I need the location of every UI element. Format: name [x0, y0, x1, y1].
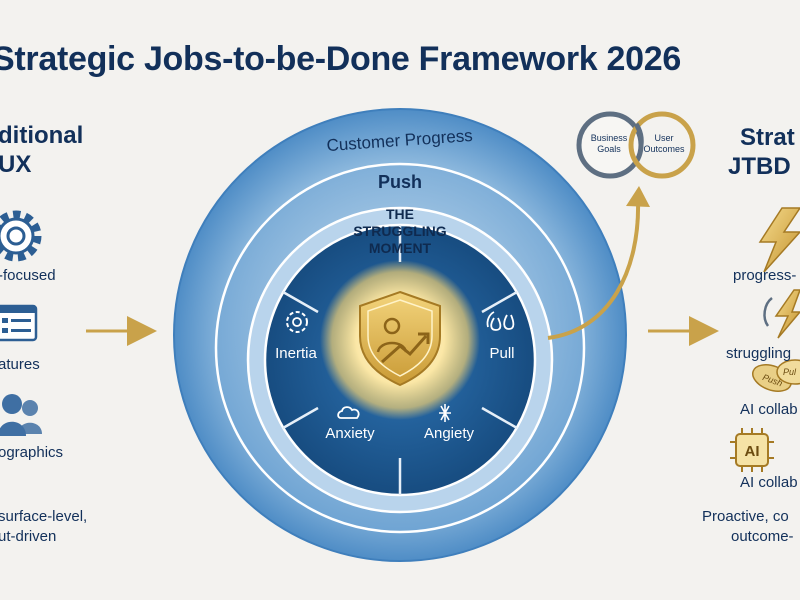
push-label: Push	[378, 172, 422, 192]
tangle-icon	[439, 404, 451, 422]
goals-user-line1: User	[654, 133, 673, 143]
right-summary-line1: Proactive, co	[702, 508, 789, 525]
left-heading-line1: ditional	[0, 122, 84, 149]
ai-chip-icon	[730, 428, 774, 472]
pull-label: Pull	[489, 345, 514, 362]
right-heading-line2: JTBD	[728, 153, 791, 180]
left-summary-line2: ut-driven	[0, 528, 57, 545]
page-title: Strategic Jobs-to-be-Done Framework 2026	[0, 40, 681, 78]
core-label-line3: MOMENT	[369, 240, 432, 256]
cloud-icon	[337, 406, 360, 419]
feature-list-icon	[0, 304, 38, 342]
droplets-icon	[486, 311, 515, 331]
left-item-demographics: ographics	[0, 444, 64, 461]
right-item-ai-collab-2: AI collab	[740, 474, 798, 491]
core-label-line1: THE	[386, 206, 414, 222]
left-heading-line2: UX	[0, 151, 32, 178]
lightning-icon	[758, 207, 800, 273]
right-heading-line1: Strat	[740, 124, 795, 151]
goals-business-line1: Business	[591, 133, 628, 143]
gear-icon	[286, 311, 308, 333]
inertia-label: Inertia	[275, 345, 317, 362]
left-summary-line1: surface-level,	[0, 508, 88, 525]
shield-icon	[359, 290, 441, 387]
sector-dividers	[282, 225, 518, 495]
angiety-label: Angiety	[424, 425, 475, 442]
right-summary-line2: outcome-	[731, 528, 794, 545]
goals-user-line2: Outcomes	[643, 144, 685, 154]
goals-business-line2: Goals	[597, 144, 621, 154]
left-item-features: atures	[0, 356, 40, 373]
users-icon	[0, 394, 42, 436]
core-label-line2: STRUGGLING	[353, 223, 446, 239]
goals-rings	[576, 111, 696, 179]
cog-icon	[0, 210, 42, 262]
left-item-focused: -focused	[0, 267, 56, 284]
right-item-progress: progress-	[733, 267, 797, 284]
goals-arrow	[547, 199, 641, 340]
anxiety-label: Anxiety	[325, 425, 375, 442]
push-pull-badges	[752, 359, 800, 392]
lightning-struggle-icon	[763, 289, 800, 339]
ai-chip-label: AI	[745, 443, 760, 460]
right-item-ai-collab-1: AI collab	[740, 401, 798, 418]
badge-pull: Pul	[783, 367, 797, 377]
right-item-struggling: struggling	[726, 345, 792, 362]
